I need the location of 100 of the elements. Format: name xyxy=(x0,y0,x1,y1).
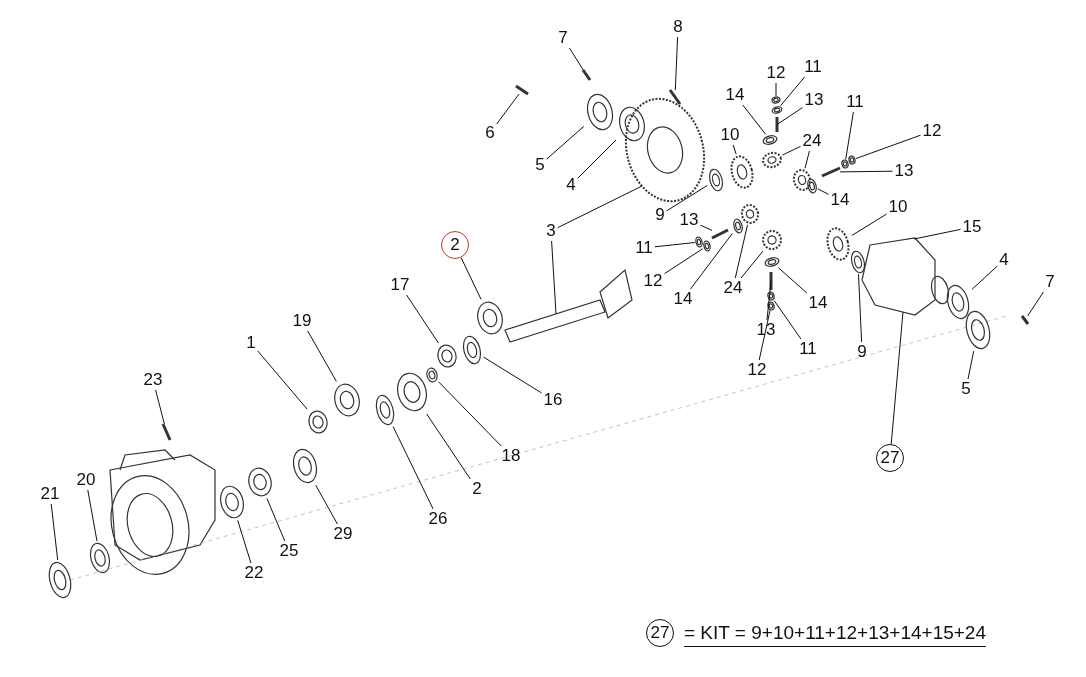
circled-callout-number: 27 xyxy=(646,619,674,647)
leader-line xyxy=(776,107,803,125)
callout-number: 25 xyxy=(277,541,301,561)
circled-callout-number: 27 xyxy=(876,444,904,472)
leader-line xyxy=(664,248,704,275)
seal-ring xyxy=(89,542,111,574)
screw xyxy=(581,69,592,81)
callout-number: 5 xyxy=(959,379,973,399)
leader-line xyxy=(732,144,737,155)
snap-ring xyxy=(375,394,395,426)
bearing xyxy=(619,106,645,142)
washer xyxy=(764,257,780,267)
ring xyxy=(695,236,703,248)
callout-number: 29 xyxy=(331,524,355,544)
ring xyxy=(771,106,783,114)
pin xyxy=(769,272,773,290)
bolt xyxy=(161,423,172,441)
callout-number: 24 xyxy=(800,131,824,151)
ring xyxy=(848,155,856,165)
leader-line xyxy=(913,228,961,240)
leader-line xyxy=(777,267,808,294)
leader-line xyxy=(674,36,679,91)
leader-line xyxy=(851,213,887,236)
leader-line xyxy=(758,310,771,361)
washer xyxy=(292,448,318,484)
leader-line xyxy=(855,134,921,160)
leader-line xyxy=(780,76,806,107)
leader-line xyxy=(438,381,502,447)
leader-line xyxy=(426,413,471,480)
ring xyxy=(703,240,711,252)
callout-number: 19 xyxy=(290,311,314,331)
leader-line xyxy=(804,150,810,169)
leader-line xyxy=(742,104,767,135)
leader-line xyxy=(666,184,708,212)
callout-number: 12 xyxy=(745,360,769,380)
leader-line xyxy=(546,125,585,160)
leader-line xyxy=(740,250,764,279)
leader-line xyxy=(392,426,434,510)
leader-line xyxy=(257,350,308,410)
pin xyxy=(821,166,841,178)
ring xyxy=(771,96,781,104)
callout-number: 8 xyxy=(671,17,685,37)
screw xyxy=(1020,315,1030,325)
washer xyxy=(762,135,778,145)
leader-line xyxy=(50,503,59,561)
leader-line xyxy=(690,233,733,290)
side-gear xyxy=(730,155,754,189)
leader-line xyxy=(654,242,696,248)
callout-number: 16 xyxy=(541,390,565,410)
callout-number: 7 xyxy=(556,28,570,48)
callout-number: 26 xyxy=(426,509,450,529)
washer xyxy=(733,218,743,234)
callout-number: 1 xyxy=(244,333,258,353)
nut xyxy=(308,410,328,434)
callout-number: 11 xyxy=(633,238,655,258)
callout-number: 10 xyxy=(718,125,742,145)
castle-nut xyxy=(248,467,272,497)
callout-number: 22 xyxy=(242,563,266,583)
leader-line xyxy=(858,273,863,343)
callout-number: 17 xyxy=(388,275,412,295)
callout-number: 10 xyxy=(886,197,910,217)
shim-ring xyxy=(462,335,482,365)
leader-line xyxy=(971,265,998,290)
circled-callout-number: 2 xyxy=(441,231,469,259)
callout-number: 12 xyxy=(641,271,665,291)
leader-line xyxy=(734,224,748,279)
adjusting-nut xyxy=(965,310,991,350)
callout-number: 21 xyxy=(38,484,62,504)
leader-line xyxy=(237,519,252,564)
leader-line xyxy=(839,170,893,173)
pinion-gear xyxy=(740,204,760,224)
callout-number: 11 xyxy=(802,57,824,77)
spacer-sleeve xyxy=(437,344,457,368)
callout-number: 12 xyxy=(920,121,944,141)
callout-number: 5 xyxy=(533,155,547,175)
leader-line xyxy=(577,139,617,179)
pinion-gear xyxy=(762,230,782,250)
pinion-gear xyxy=(762,151,782,169)
bearing xyxy=(946,284,970,320)
callout-number: 3 xyxy=(544,221,558,241)
callout-number: 14 xyxy=(671,289,695,309)
leader-line xyxy=(700,224,713,231)
leader-line xyxy=(557,185,643,229)
bearing xyxy=(48,561,72,599)
bearing xyxy=(397,372,427,412)
leader-line xyxy=(266,497,286,542)
bolt xyxy=(668,89,682,105)
bolt xyxy=(515,84,529,96)
callout-number: 15 xyxy=(960,217,984,237)
shim-ring xyxy=(850,250,866,274)
callout-number: 12 xyxy=(764,63,788,83)
ring xyxy=(334,383,360,417)
callout-number: 13 xyxy=(677,210,701,230)
shim-ring xyxy=(708,168,724,192)
ring xyxy=(767,291,775,301)
callout-number: 9 xyxy=(653,205,667,225)
leader-line xyxy=(307,330,337,382)
callout-number: 14 xyxy=(723,85,747,105)
leader-line xyxy=(482,356,542,394)
leader-line xyxy=(551,240,557,315)
